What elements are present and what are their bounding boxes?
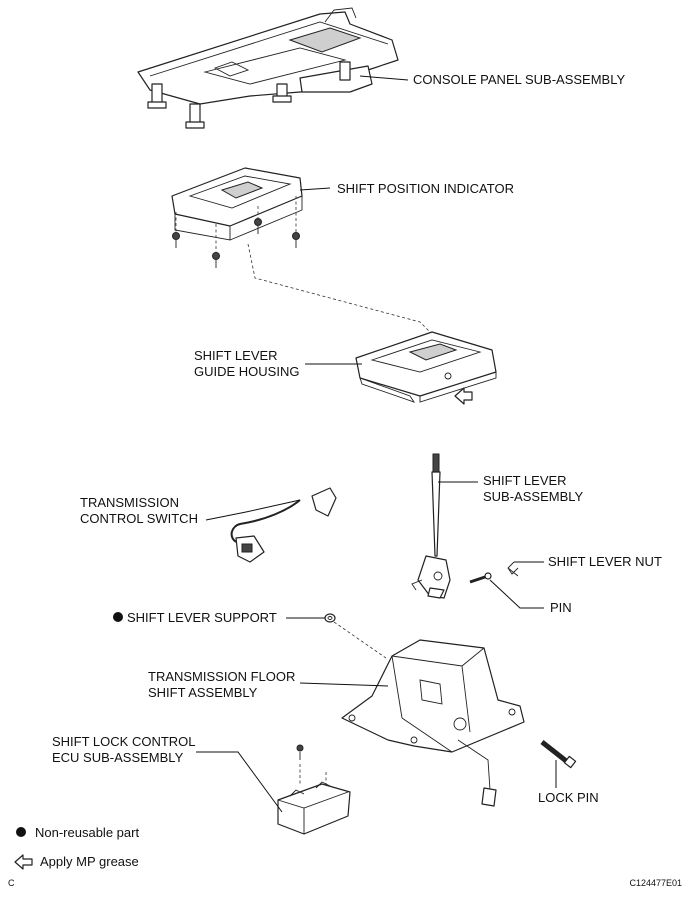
legend-grease: Apply MP grease [40, 854, 139, 869]
label-shift-position-indicator: SHIFT POSITION INDICATOR [337, 181, 514, 196]
label-console-panel: CONSOLE PANEL SUB-ASSEMBLY [413, 72, 625, 87]
label-shift-lever-line2: SUB-ASSEMBLY [483, 489, 584, 504]
label-floor-shift-line2: SHIFT ASSEMBLY [148, 685, 258, 700]
guide-housing-drawing [355, 331, 497, 403]
ecu-drawing [277, 744, 351, 835]
non-reusable-bullet-icon [113, 612, 123, 622]
floor-shift-assembly-drawing [341, 639, 525, 807]
legend-non-reusable: Non-reusable part [35, 825, 139, 840]
label-pin: PIN [550, 600, 572, 615]
label-ecu-line1: SHIFT LOCK CONTROL [52, 734, 196, 749]
label-guide-housing-line2: GUIDE HOUSING [194, 364, 299, 379]
mp-grease-arrow-icon [454, 387, 473, 405]
label-shift-lever-line1: SHIFT LEVER [483, 473, 567, 488]
lock-pin-drawing [540, 740, 577, 769]
shift-lever-nut-drawing [507, 561, 519, 577]
label-ecu-line2: ECU SUB-ASSEMBLY [52, 750, 184, 765]
console-panel-drawing [137, 7, 399, 129]
shift-lever-support-drawing [324, 613, 336, 623]
label-tcs-line1: TRANSMISSION [80, 495, 179, 510]
label-floor-shift-line1: TRANSMISSION FLOOR [148, 669, 295, 684]
label-tcs-line2: CONTROL SWITCH [80, 511, 198, 526]
figure-id: C124477E01 [629, 878, 682, 888]
label-lock-pin: LOCK PIN [538, 790, 599, 805]
legend-non-reusable-icon [16, 827, 26, 837]
corner-mark: C [8, 878, 15, 888]
label-shift-lever-support: SHIFT LEVER SUPPORT [127, 610, 277, 625]
shift-position-indicator-drawing [171, 167, 433, 335]
shift-lever-drawing [411, 453, 451, 599]
label-shift-lever-nut: SHIFT LEVER NUT [548, 554, 662, 569]
transmission-control-switch-drawing [230, 487, 337, 563]
label-guide-housing-line1: SHIFT LEVER [194, 348, 278, 363]
pin-drawing [469, 572, 492, 584]
legend-grease-arrow-icon [14, 854, 33, 870]
leader-lines [196, 75, 557, 813]
